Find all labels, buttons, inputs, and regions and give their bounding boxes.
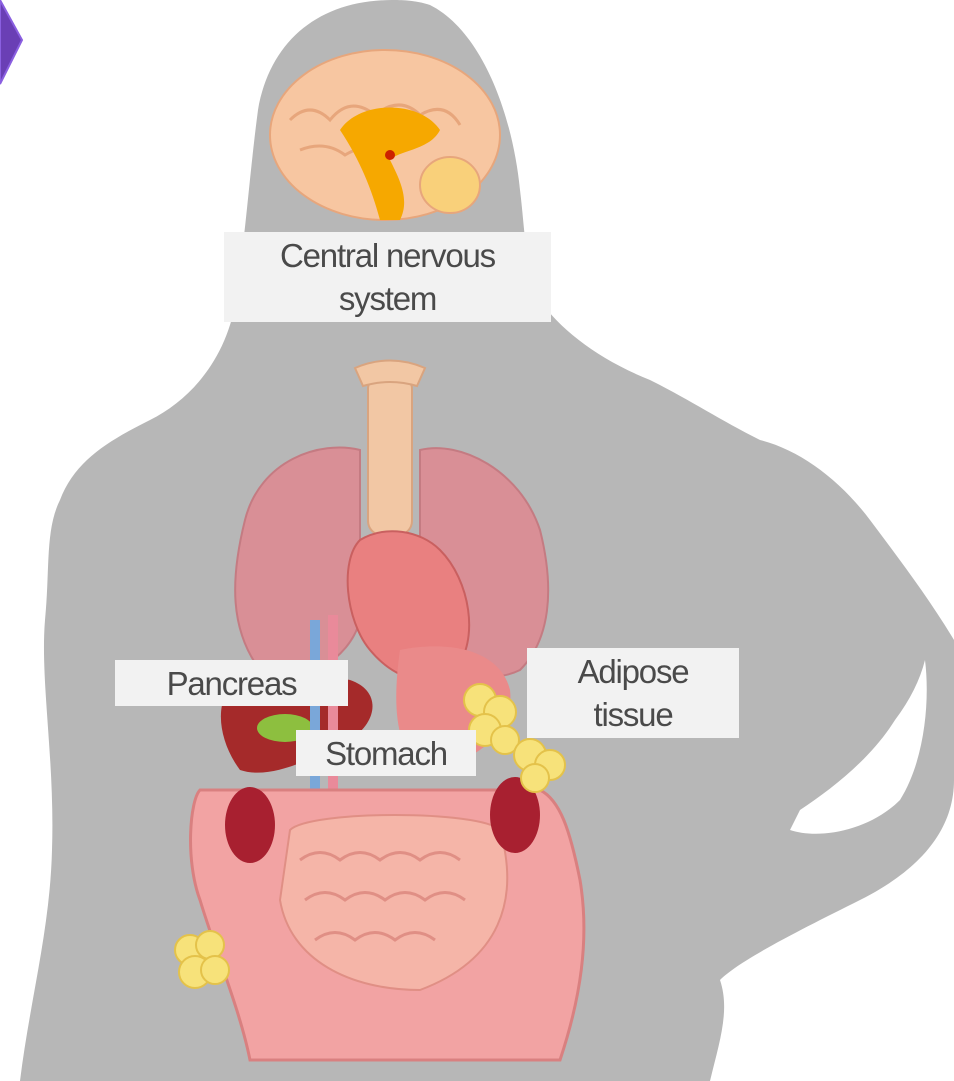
label-text: Pancreas xyxy=(167,662,297,705)
label-central-nervous-system: Central nervous system xyxy=(224,232,551,322)
adipose-cluster-lower xyxy=(175,931,229,988)
label-line: Adipose xyxy=(578,650,689,693)
label-adipose-tissue: Adipose tissue xyxy=(527,648,739,738)
brain-organ xyxy=(270,50,500,220)
label-line: tissue xyxy=(593,693,672,736)
label-stomach: Stomach xyxy=(296,730,476,776)
chevron-right-icon[interactable] xyxy=(0,0,22,84)
label-pancreas: Pancreas xyxy=(115,660,348,706)
kidney-left-organ xyxy=(225,787,275,863)
label-line: Central nervous xyxy=(280,234,495,277)
label-text: Stomach xyxy=(325,732,447,775)
label-line: system xyxy=(339,277,436,320)
